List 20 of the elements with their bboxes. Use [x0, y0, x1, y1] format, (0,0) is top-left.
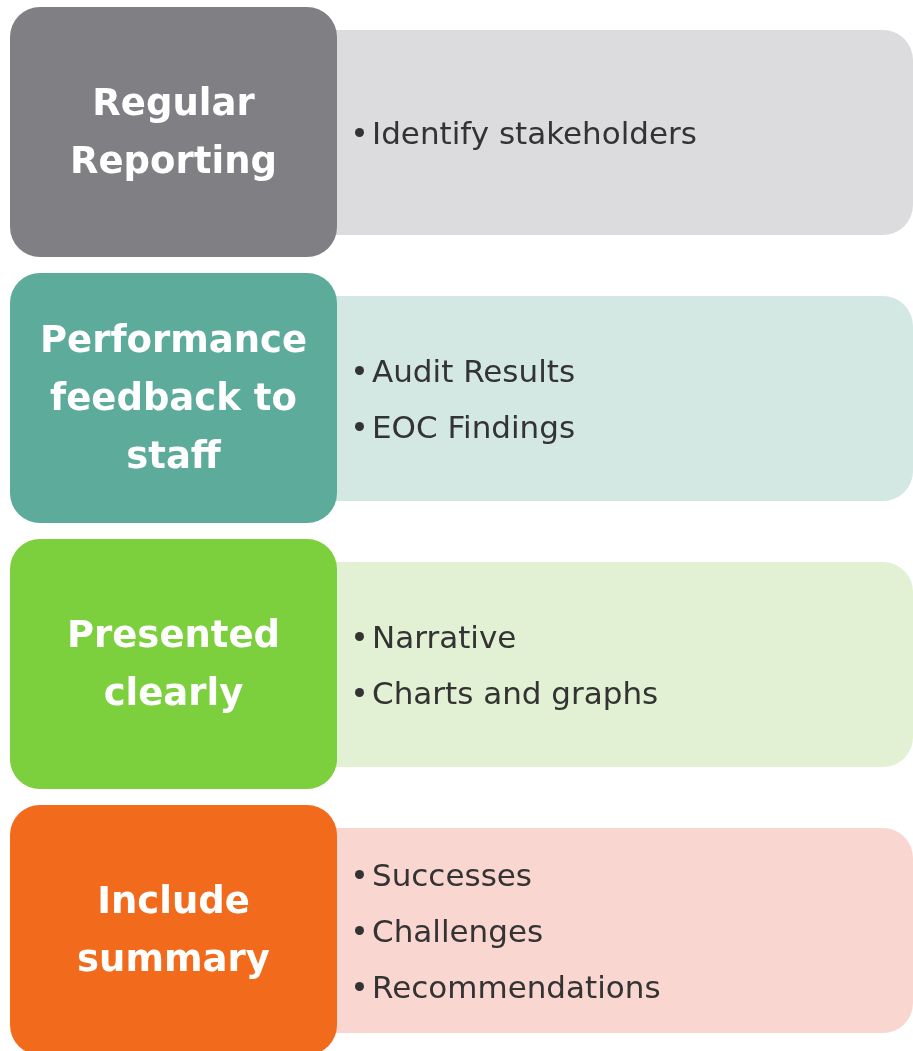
bullet-item: Narrative	[372, 618, 517, 655]
step-box	[10, 805, 337, 1051]
step-title: Performance feedback to staff	[38, 317, 309, 479]
step-box	[10, 7, 337, 257]
detail-panel	[335, 828, 913, 1033]
bullet-item: Charts and graphs	[372, 674, 659, 711]
step-box	[10, 273, 337, 523]
bullet-item: Successes	[372, 856, 532, 893]
step-box	[10, 539, 337, 789]
bullet-item: EOC Findings	[372, 408, 576, 445]
bullet-item: Challenges	[372, 912, 544, 949]
detail-panel	[335, 562, 913, 767]
bullet-item: Identify stakeholders	[372, 114, 697, 151]
bullet-item: Audit Results	[372, 352, 576, 389]
detail-panel	[335, 296, 913, 501]
detail-panel	[335, 30, 913, 235]
step-title: Regular Reporting	[69, 80, 278, 184]
step-title: Include summary	[76, 878, 271, 982]
bullet-item: Recommendations	[372, 968, 661, 1005]
step-title: Presented clearly	[65, 612, 282, 716]
